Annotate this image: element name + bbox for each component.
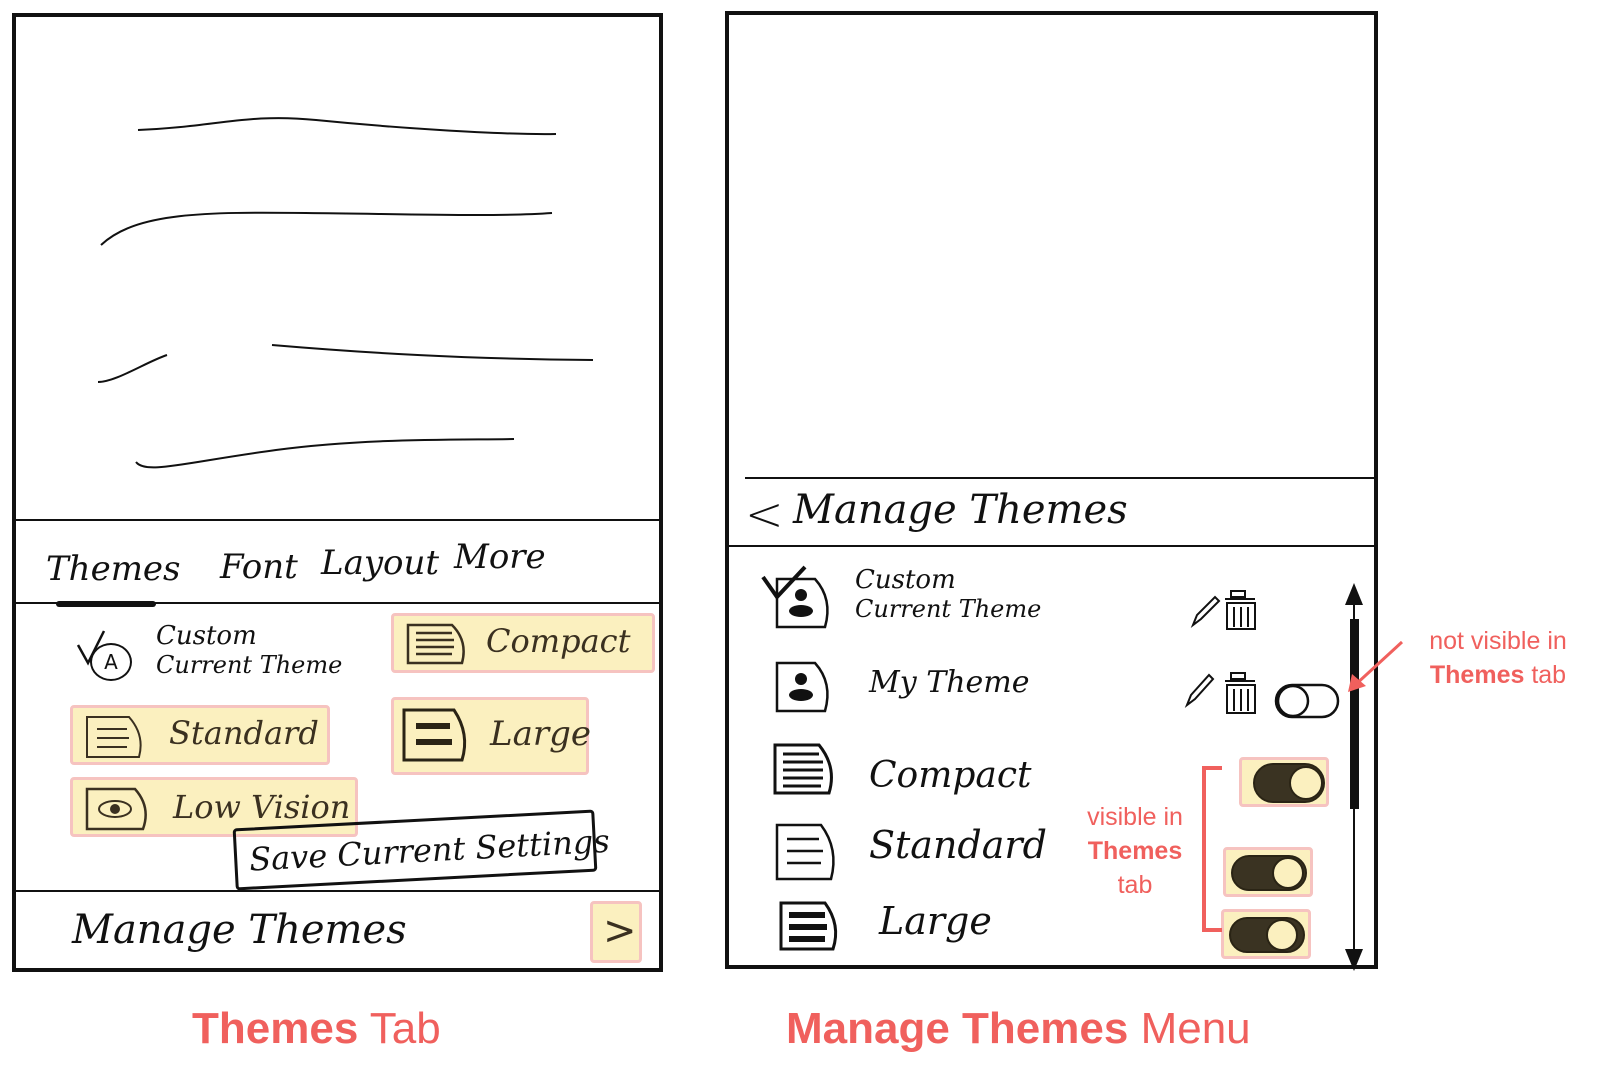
not-visible-suffix: tab <box>1531 661 1567 689</box>
compact-lines-icon <box>773 743 833 795</box>
caption-right-bold: Manage Themes <box>786 1004 1129 1053</box>
large-label[interactable]: Large <box>879 899 992 943</box>
manage-themes-frame: < Manage Themes Custom Current Theme My … <box>725 11 1378 971</box>
annotation-bracket <box>1202 766 1222 932</box>
custom-theme-title[interactable]: Custom <box>156 621 257 651</box>
trash-icon[interactable] <box>1221 589 1261 633</box>
toggle-on-icon[interactable] <box>1224 912 1310 958</box>
tab-active-underline <box>56 601 156 607</box>
manage-themes-caption: Manage Themes Menu <box>786 1004 1251 1054</box>
manage-themes-label[interactable]: Manage Themes <box>72 907 407 953</box>
not-visible-line1: not visible in <box>1429 627 1567 655</box>
themes-tab-frame: Themes Font Layout More A Custom Current… <box>12 13 663 972</box>
large-lines-icon <box>779 901 838 951</box>
caption-left-bold: Themes <box>192 1004 359 1053</box>
scroll-down-arrow-icon <box>1345 949 1363 971</box>
theme-standard-button[interactable]: Standard <box>70 705 330 765</box>
compact-lines-icon <box>406 623 465 665</box>
scrollbar-thumb <box>1350 619 1359 809</box>
compact-label[interactable]: Compact <box>869 755 1032 796</box>
tab-bar-bottom-divider <box>16 602 659 604</box>
user-avatar-icon <box>775 661 829 713</box>
custom-theme-badge: A <box>90 643 132 681</box>
theme-compact-label: Compact <box>486 622 631 660</box>
tab-themes[interactable]: Themes <box>46 549 181 589</box>
not-visible-line2: Themes tab <box>1398 658 1598 692</box>
toggle-on-icon[interactable] <box>1226 850 1312 896</box>
tab-more[interactable]: More <box>454 537 546 577</box>
trash-icon[interactable] <box>1221 671 1261 717</box>
theme-large-label: Large <box>490 714 591 754</box>
pencil-edit-icon[interactable] <box>1189 593 1221 629</box>
my-theme-label[interactable]: My Theme <box>869 665 1030 700</box>
theme-compact-button[interactable]: Compact <box>391 613 655 673</box>
back-arrow-icon[interactable]: < <box>745 487 784 541</box>
standard-toggle-highlight <box>1223 847 1313 897</box>
tab-font[interactable]: Font <box>220 547 298 587</box>
header-bottom-divider <box>729 545 1374 547</box>
standard-lines-icon <box>775 823 835 881</box>
not-visible-bold: Themes <box>1429 661 1525 689</box>
themes-tab-caption: Themes Tab <box>192 1004 441 1054</box>
toggle-off-icon[interactable] <box>1273 679 1343 723</box>
header-top-divider <box>745 477 1374 479</box>
eye-icon <box>85 787 147 831</box>
scroll-up-arrow-icon <box>1345 583 1363 605</box>
visible-line1: visible in <box>1087 803 1183 831</box>
manage-themes-title: Manage Themes <box>793 487 1128 533</box>
visible-line3: tab <box>1117 871 1153 899</box>
theme-low-vision-label: Low Vision <box>173 788 351 826</box>
content-placeholder-lines <box>97 117 594 469</box>
chevron-right-icon: > <box>603 908 637 954</box>
standard-label[interactable]: Standard <box>869 823 1047 867</box>
theme-large-button[interactable]: Large <box>391 697 591 775</box>
custom-theme-subtitle: Current Theme <box>855 595 1042 623</box>
theme-standard-label: Standard <box>169 714 319 752</box>
tab-bar-top-divider <box>16 519 659 521</box>
save-current-settings-label: Save Current Settings <box>248 821 611 879</box>
standard-lines-icon <box>86 716 142 758</box>
tab-layout[interactable]: Layout <box>321 543 440 583</box>
manage-themes-divider <box>16 890 659 892</box>
custom-theme-subtitle: Current Theme <box>156 651 343 679</box>
large-lines-icon <box>402 708 467 762</box>
not-visible-annotation: not visible in Themes tab <box>1398 624 1598 692</box>
compact-toggle-highlight <box>1239 757 1329 807</box>
checkmark-icon <box>76 630 106 666</box>
caption-left-rest: Tab <box>369 1004 441 1053</box>
caption-right-rest: Menu <box>1140 1004 1251 1053</box>
user-avatar-icon <box>775 577 829 629</box>
pencil-edit-icon[interactable] <box>1183 671 1215 709</box>
scrollbar[interactable] <box>1339 577 1369 977</box>
annotation-arrow-icon <box>1348 640 1404 692</box>
manage-themes-arrow-button[interactable]: > <box>590 901 642 963</box>
large-toggle-highlight <box>1221 909 1311 959</box>
toggle-on-icon[interactable] <box>1242 760 1328 806</box>
visible-annotation: visible in Themes tab <box>1070 800 1200 902</box>
custom-theme-title[interactable]: Custom <box>855 565 956 595</box>
theme-low-vision-button[interactable]: Low Vision <box>70 777 358 837</box>
visible-bold: Themes <box>1087 837 1183 865</box>
